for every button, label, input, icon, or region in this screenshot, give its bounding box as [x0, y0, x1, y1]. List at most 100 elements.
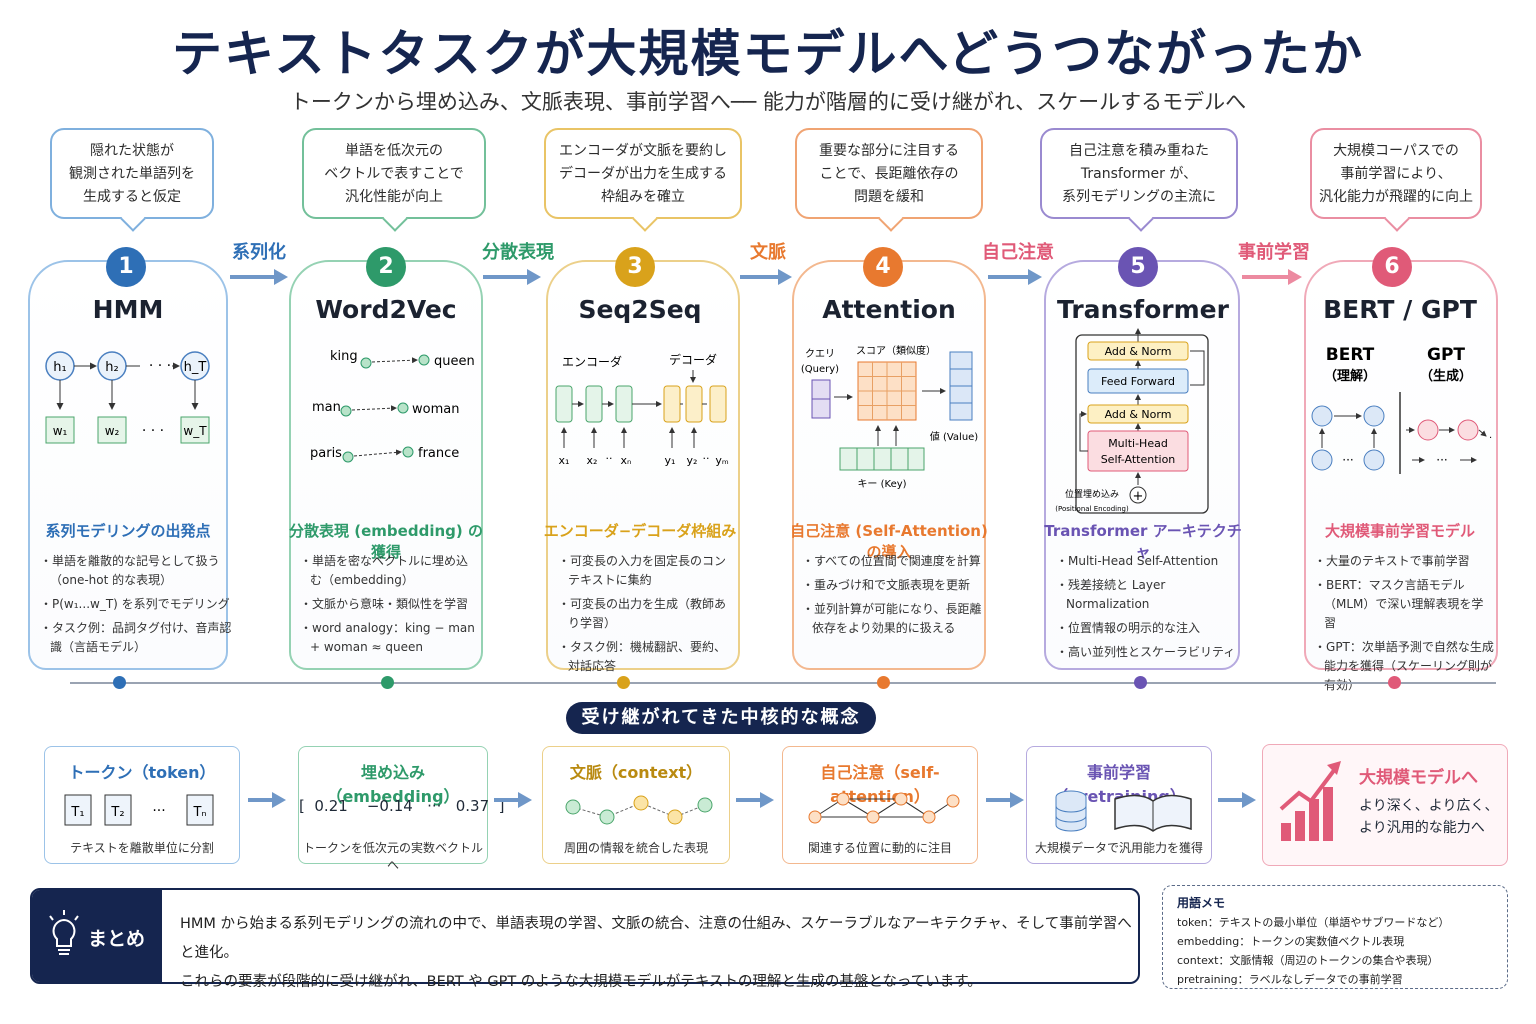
- svg-text:···: ···: [152, 803, 165, 819]
- bubble-attention: 重要な部分に注目することで、長距離依存の問題を緩和: [795, 128, 983, 232]
- flow-label-1: 系列化: [232, 242, 286, 263]
- stage-number-1: 1: [106, 247, 146, 287]
- token-boxes: T₁ T₂ ··· Tₙ: [64, 794, 214, 826]
- s2s-decoder-label: デコーダ: [669, 352, 717, 367]
- svg-text:··: ··: [703, 452, 710, 465]
- svg-text:···: ···: [1436, 453, 1447, 467]
- tf-feedforward: Feed Forward: [1101, 375, 1175, 388]
- database-book-icon: [1055, 790, 1192, 832]
- w2v-france: france: [418, 446, 459, 461]
- flow-label-2: 分散表現: [482, 242, 554, 263]
- svg-text:(Positional Encoding): (Positional Encoding): [1055, 505, 1129, 513]
- flow-label-4: 自己注意: [982, 242, 1054, 263]
- svg-text:y₂: y₂: [687, 454, 698, 467]
- tf-mha-line2: Self-Attention: [1101, 453, 1176, 466]
- context-graph: [565, 795, 713, 825]
- bullets-bert-gpt: 大量のテキストで事前学習BERT：マスク言語モデル（MLM）で深い理解表現を学習…: [1310, 552, 1494, 700]
- bullets-hmm: 単語を離散的な記号として扱う（one-hot 的な表現）P(w₁...w_T) …: [36, 552, 232, 662]
- concept-arrow-1: [248, 790, 288, 810]
- svg-text:·: ·: [1489, 433, 1492, 444]
- tf-pos-label: 位置埋め込み: [1065, 488, 1119, 500]
- concept-context: 文脈（context） 周囲の情報を統合した表現: [542, 746, 730, 864]
- bubble-hmm: 隠れた状態が観測された単語列を生成すると仮定: [50, 128, 214, 232]
- embedding-vector: [ 0.21 −0.14 ··· 0.37 ]: [299, 797, 505, 815]
- summary-label-panel: まとめ: [32, 890, 162, 982]
- stage-title-bert-gpt: BERT / GPT: [1323, 295, 1477, 324]
- svg-text:T₂: T₂: [110, 805, 124, 820]
- svg-text:(Query): (Query): [801, 364, 839, 375]
- svg-text:（理解）: （理解）: [1324, 368, 1376, 384]
- att-query-label: クエリ: [805, 348, 835, 360]
- page-subtitle: トークンから埋め込み、文脈表現、事前学習へ── 能力が階層的に受け継がれ、スケー…: [289, 90, 1247, 114]
- stage-number-4: 4: [863, 247, 903, 287]
- bullets-transformer: Multi-Head Self-Attention残差接続と Layer Nor…: [1052, 552, 1236, 667]
- w2v-woman: woman: [412, 402, 459, 417]
- section-title-seq2seq: エンコーダ−デコーダ枠組み: [543, 522, 737, 540]
- section-title-bert-gpt: 大規模事前学習モデル: [1324, 522, 1475, 540]
- stage-number-6: 6: [1372, 247, 1412, 287]
- att-key-label: キー (Key): [857, 479, 906, 490]
- svg-text:xₙ: xₙ: [621, 454, 632, 467]
- bullets-word2vec: 単語を密なベクトルに埋め込む（embedding）文脈から意味・類似性を学習wo…: [296, 552, 476, 662]
- svg-text:x₁: x₁: [559, 454, 570, 467]
- w2v-queen: queen: [434, 354, 475, 369]
- hmm-diagram: h₁ h₂ h_T · · · w₁ w₂ w_T · · ·: [45, 351, 210, 444]
- concept-token: トークン（token） T₁ T₂ ··· Tₙ テキストを離散単位に分割: [44, 746, 240, 864]
- bubble-seq2seq: エンコーダが文脈を要約しデコーダが出力を生成する枠組みを確立: [544, 128, 742, 232]
- svg-text:· · ·: · · ·: [142, 423, 164, 439]
- summary-label: まとめ: [88, 928, 146, 950]
- word2vec-diagram: king queen man woman paris france: [310, 349, 475, 463]
- stage-title-transformer: Transformer: [1057, 295, 1229, 324]
- transformer-diagram: Add & Norm Feed Forward Add & Norm Multi…: [1055, 328, 1209, 514]
- summary-box: まとめ HMM から始まる系列モデリングの流れの中で、単語表現の学習、文脈の統合…: [30, 888, 1140, 990]
- concept-pretraining: 事前学習（pretraining） 大規模データで汎用能力を獲得: [1026, 746, 1212, 864]
- concept-arrow-2: [494, 790, 534, 810]
- summary-text: HMM から始まる系列モデリングの流れの中で、単語表現の学習、文脈の統合、注意の…: [180, 916, 1132, 990]
- seq2seq-diagram: エンコーダ デコーダ x₁ x₂ ·· xₙ y₁ y₂ ·· yₘ: [555, 352, 729, 467]
- hmm-h2: h₂: [105, 360, 118, 375]
- glossary-memo: 用語メモ token：テキストの最小単位（単語やサブワードなど） embeddi…: [1162, 885, 1508, 989]
- svg-text:Tₙ: Tₙ: [192, 805, 206, 820]
- concepts-title: 受け継がれてきた中核的な概念: [566, 702, 876, 734]
- tf-mha-line1: Multi-Head: [1108, 437, 1168, 450]
- timeline-line: [70, 682, 1496, 684]
- stage-number-3: 3: [615, 247, 655, 287]
- bert-gpt-diagram: BERT （理解） GPT （生成） ··· · ···: [1311, 345, 1492, 474]
- svg-text:···: ···: [1342, 453, 1353, 467]
- concept-arrow-5: [1218, 790, 1258, 810]
- svg-text:x₂: x₂: [587, 454, 598, 467]
- bubble-word2vec: 単語を低次元のベクトルで表すことで汎化性能が向上: [302, 128, 486, 232]
- bullets-attention: すべての位置間で関連度を計算重みづけ和で文脈表現を更新並列計算が可能になり、長距…: [798, 552, 982, 643]
- w2v-paris: paris: [310, 446, 342, 461]
- svg-text:+: +: [1133, 489, 1144, 504]
- self-attention-graph: [808, 792, 960, 824]
- hmm-wT: w_T: [183, 424, 207, 438]
- bullets-seq2seq: 可変長の入力を固定長のコンテキストに集約可変長の出力を生成（教師あり学習）タスク…: [554, 552, 734, 681]
- bert-label: BERT: [1326, 345, 1375, 365]
- concept-embedding: 埋め込み（embedding） [ 0.21 −0.14 ··· 0.37 ] …: [298, 746, 505, 872]
- svg-text:y₁: y₁: [665, 454, 676, 467]
- flow-arrow-1: [230, 269, 288, 285]
- page-title: テキストタスクが大規模モデルへどうつながったか: [172, 25, 1364, 83]
- tf-addnorm-top: Add & Norm: [1105, 345, 1172, 358]
- w2v-king: king: [330, 349, 358, 364]
- stage-title-word2vec: Word2Vec: [315, 295, 457, 324]
- svg-text:T₁: T₁: [70, 805, 84, 820]
- flow-label-5: 事前学習: [1238, 242, 1310, 263]
- memo-title: 用語メモ: [1177, 896, 1226, 910]
- stage-title-hmm: HMM: [92, 295, 164, 324]
- flow-label-3: 文脈: [750, 242, 786, 263]
- timeline-dot-4: [877, 676, 890, 689]
- hmm-dots: · · ·: [149, 358, 171, 374]
- lightbulb-icon: [49, 910, 79, 955]
- stage-number-5: 5: [1118, 247, 1158, 287]
- flow-arrow-2: [483, 269, 541, 285]
- att-value-label: 値 (Value): [930, 430, 979, 443]
- svg-text:（生成）: （生成）: [1420, 368, 1472, 384]
- concept-arrow-3: [736, 790, 776, 810]
- timeline-dot-6: [1388, 676, 1401, 689]
- flow-arrow-3: [740, 269, 792, 285]
- concept-arrow-4: [986, 790, 1026, 810]
- s2s-encoder-label: エンコーダ: [562, 354, 622, 369]
